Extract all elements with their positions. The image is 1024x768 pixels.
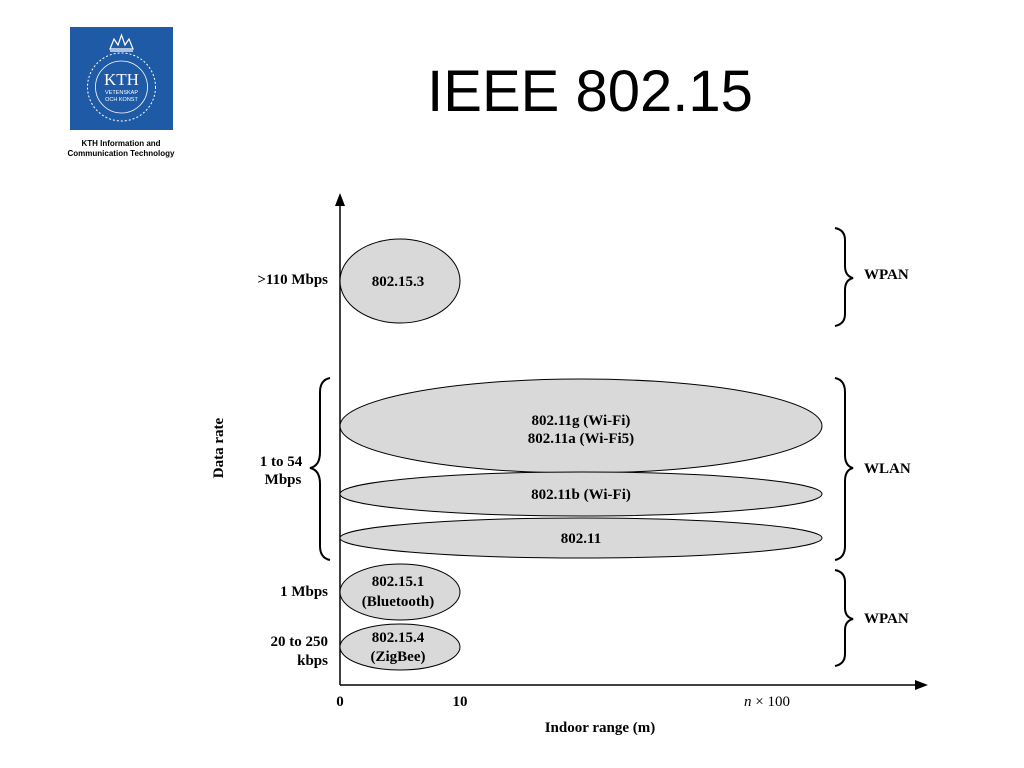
- logo-main-text: KTH: [104, 70, 139, 89]
- logo-ring: [87, 52, 156, 122]
- slide-title: IEEE 802.15: [427, 59, 753, 124]
- logo-caption-line-1: KTH Information and: [81, 139, 161, 148]
- kth-logo: KTH VETENSKAP OCH KONST: [70, 27, 173, 130]
- group-label-wlan: WLAN: [864, 461, 911, 477]
- standard-802-15-4: 802.15.4 (ZigBee): [339, 623, 461, 671]
- x-axis: [340, 680, 928, 690]
- y-label-zigbee-1: 20 to 250: [271, 634, 329, 650]
- left-brace-wlan-rate: [309, 377, 331, 561]
- label-802-11a: 802.11a (Wi-Fi5): [528, 431, 634, 447]
- label-802-15-1: 802.15.1: [372, 574, 425, 590]
- group-label-wpan-bottom: WPAN: [864, 611, 909, 627]
- label-802-11b: 802.11b (Wi-Fi): [531, 487, 631, 503]
- y-label-high: >110 Mbps: [257, 272, 328, 288]
- x-tick-far: n × 100: [744, 694, 790, 710]
- label-802-15-3: 802.15.3: [372, 274, 425, 290]
- logo-sub-text-1: VETENSKAP: [105, 90, 138, 96]
- label-802-11g: 802.11g (Wi-Fi): [532, 413, 631, 429]
- x-tick-far-n: n: [744, 694, 752, 710]
- logo-caption-line-2: Communication Technology: [67, 149, 175, 158]
- right-brace-wlan: [834, 377, 854, 561]
- x-axis-label: Indoor range (m): [545, 720, 656, 736]
- x-axis-arrow: [915, 680, 928, 690]
- standard-802-15-1: 802.15.1 (Bluetooth): [339, 563, 461, 621]
- group-label-wpan-top: WPAN: [864, 267, 909, 283]
- label-802-11: 802.11: [561, 531, 601, 547]
- x-tick-far-multiplier: × 100: [752, 694, 790, 710]
- label-zigbee: (ZigBee): [371, 649, 426, 665]
- right-brace-wpan-bottom: [834, 569, 854, 667]
- standard-802-11b: 802.11b (Wi-Fi): [339, 471, 823, 517]
- y-axis-label: Data rate: [211, 417, 227, 478]
- y-label-bluetooth: 1 Mbps: [280, 584, 328, 600]
- standard-802-11-ga: 802.11g (Wi-Fi) 802.11a (Wi-Fi5): [339, 378, 823, 474]
- y-label-mid-1: 1 to 54: [260, 454, 303, 470]
- logo-sub-text-2: OCH KONST: [105, 97, 138, 103]
- standard-802-15-3: 802.15.3: [339, 238, 461, 324]
- logo-inner-ring: [95, 60, 148, 114]
- label-802-15-4: 802.15.4: [372, 630, 425, 646]
- crown-icon: [109, 33, 134, 52]
- right-brace-wpan-top: [834, 227, 854, 327]
- y-axis-arrow: [335, 193, 345, 206]
- x-tick-10: 10: [453, 694, 468, 710]
- standard-802-11: 802.11: [339, 517, 823, 559]
- label-bluetooth: (Bluetooth): [362, 594, 435, 610]
- y-label-zigbee-2: kbps: [297, 653, 328, 669]
- y-label-mid-2: Mbps: [265, 472, 302, 488]
- logo-caption: KTH Information and Communication Techno…: [40, 139, 202, 159]
- x-tick-0: 0: [336, 694, 344, 710]
